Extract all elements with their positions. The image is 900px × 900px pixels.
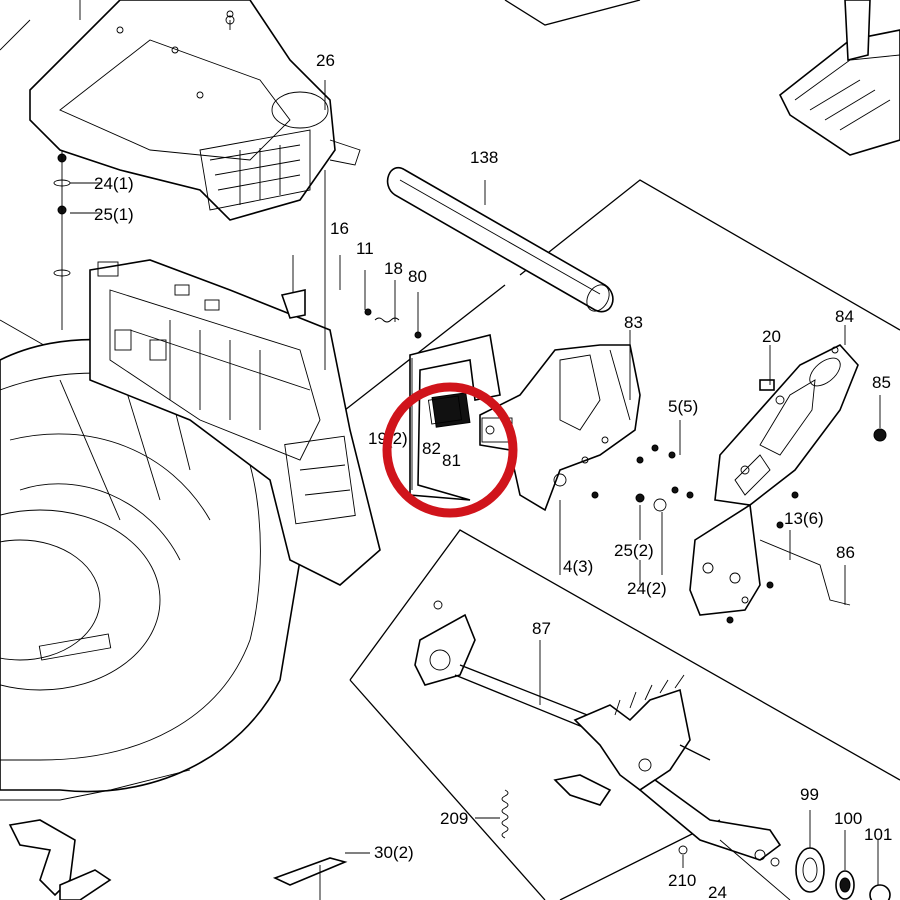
fasteners [53, 15, 887, 868]
label-24-1: 24(1) [94, 174, 134, 193]
label-83: 83 [624, 313, 643, 332]
label-30-2: 30(2) [374, 843, 414, 862]
bracket-part-30-2 [272, 852, 370, 900]
label-100: 100 [834, 809, 862, 828]
label-20: 20 [762, 327, 781, 346]
part-labels: 26 138 24(1) 25(1) 16 11 18 80 83 20 84 … [94, 51, 892, 900]
bracket-assembly-80 [409, 334, 501, 501]
label-80: 80 [408, 267, 427, 286]
handle-bracket-top-right [778, 0, 900, 156]
highlight-circle [382, 382, 518, 518]
label-26: 26 [316, 51, 335, 70]
plate-part-84 [714, 344, 859, 506]
wheel-hardware [754, 810, 891, 900]
shaft-assembly-87 [414, 600, 791, 900]
plate-part-86 [689, 503, 851, 616]
label-18: 18 [384, 259, 403, 278]
chassis-rear-frame [89, 259, 381, 586]
label-210: 210 [668, 871, 696, 890]
label-4-3: 4(3) [563, 557, 593, 576]
label-84: 84 [835, 307, 854, 326]
label-87: 87 [532, 619, 551, 638]
lower-left-lever [8, 819, 112, 900]
label-16: 16 [330, 219, 349, 238]
label-11: 11 [356, 239, 374, 258]
label-24-2: 24(2) [627, 579, 667, 598]
label-86: 86 [836, 543, 855, 562]
label-5-5: 5(5) [668, 397, 698, 416]
label-13-6: 13(6) [784, 509, 824, 528]
label-99: 99 [800, 785, 819, 804]
label-24: 24 [708, 883, 727, 900]
mower-deck [0, 338, 301, 801]
label-81: 81 [442, 451, 461, 470]
label-101: 101 [864, 825, 892, 844]
label-85: 85 [872, 373, 891, 392]
label-25-2: 25(2) [614, 541, 654, 560]
label-138: 138 [470, 148, 498, 167]
rear-housing-part-26 [29, 0, 361, 221]
label-82: 82 [422, 439, 441, 458]
spring-part-209 [475, 789, 509, 839]
tube-part-138 [386, 166, 614, 313]
label-209: 209 [440, 809, 468, 828]
label-25-1: 25(1) [94, 205, 134, 224]
